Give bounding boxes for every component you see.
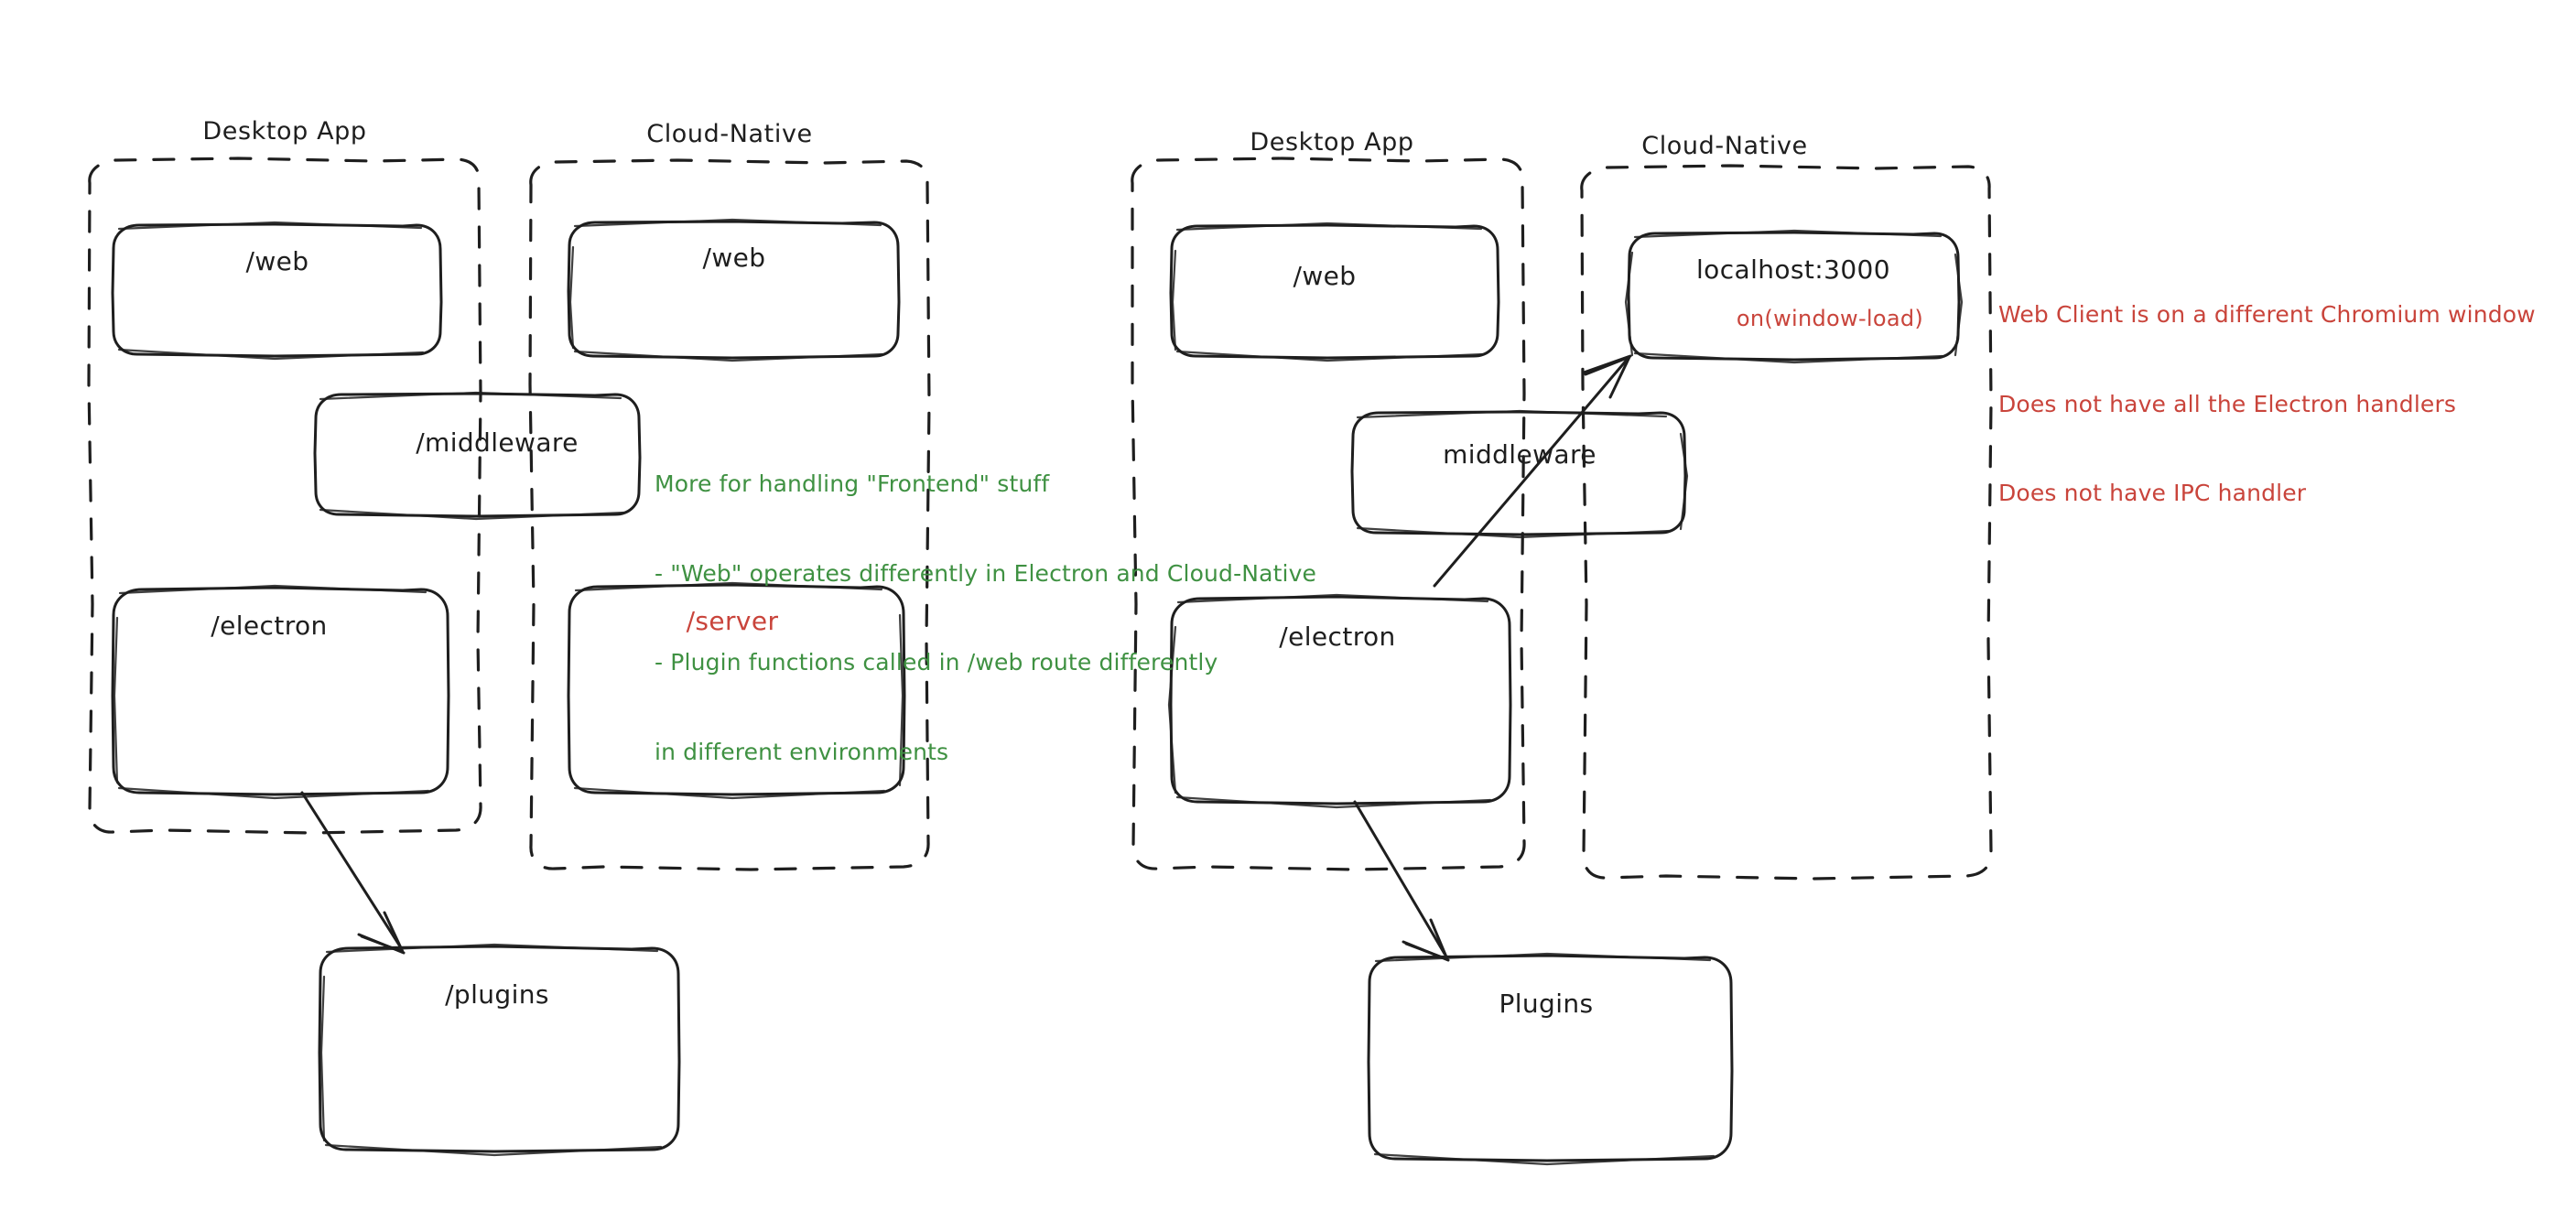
node-box-left-server	[567, 581, 906, 800]
group-title-right-cloud-native: Cloud-Native	[1641, 132, 1808, 160]
node-label-left-electron: /electron	[211, 611, 328, 641]
node-box-left-cloud-web	[567, 218, 901, 362]
node-box-left-electron	[111, 584, 450, 800]
arrow-right-electron-to-localhost	[1433, 354, 1632, 588]
annotation-red-web-client-notes: Web Client is on a different Chromium wi…	[1998, 241, 2536, 568]
group-title-right-desktop-app: Desktop App	[1250, 128, 1414, 157]
arrow-left-electron-to-plugins	[300, 791, 406, 955]
annotation-red-line-1: Web Client is on a different Chromium wi…	[1998, 301, 2536, 328]
group-title-left-desktop-app: Desktop App	[202, 117, 367, 146]
node-label-right-electron: /electron	[1279, 621, 1396, 652]
group-title-left-cloud-native: Cloud-Native	[646, 120, 813, 148]
group-box-right-desktop-app	[1131, 157, 1526, 871]
annotation-green-line-2: - "Web" operates differently in Electron…	[655, 559, 1317, 587]
node-label-left-plugins: /plugins	[445, 979, 549, 1010]
arrow-right-electron-to-plugins	[1353, 800, 1450, 962]
node-label-right-localhost: localhost:3000	[1696, 254, 1890, 285]
group-box-right-cloud-native	[1580, 164, 1993, 881]
group-box-left-desktop-app	[87, 157, 482, 835]
node-box-left-desktop-web	[111, 221, 443, 361]
node-box-right-middleware	[1350, 409, 1689, 539]
node-box-right-desktop-web	[1169, 222, 1500, 362]
node-label-right-desktop-web: /web	[1293, 261, 1357, 291]
node-box-right-electron	[1167, 593, 1512, 809]
node-label-left-desktop-web: /web	[245, 246, 309, 276]
annotation-green-frontend-notes: More for handling "Frontend" stuff - "We…	[655, 410, 1316, 827]
node-label-left-cloud-web: /web	[702, 243, 766, 273]
node-label-left-middleware: /middleware	[416, 427, 579, 458]
annotation-green-line-3: - Plugin functions called in /web route …	[655, 649, 1218, 675]
node-box-right-localhost	[1624, 229, 1964, 364]
node-label-left-server: /server	[686, 606, 779, 636]
node-box-left-plugins	[318, 943, 681, 1157]
annotation-green-line-4: in different environments	[655, 738, 949, 765]
node-label-right-plugins: Plugins	[1499, 989, 1594, 1019]
annotation-red-line-3: Does not have IPC handler	[1998, 480, 2307, 506]
node-sublabel-right-localhost-onwindowload: on(window-load)	[1736, 306, 1924, 331]
node-box-left-middleware	[313, 391, 642, 521]
group-box-left-cloud-native	[528, 158, 931, 871]
annotation-green-line-1: More for handling "Frontend" stuff	[655, 470, 1050, 497]
annotation-red-line-2: Does not have all the Electron handlers	[1998, 390, 2457, 417]
node-box-right-plugins	[1367, 952, 1734, 1166]
node-label-right-middleware: middleware	[1443, 439, 1596, 470]
